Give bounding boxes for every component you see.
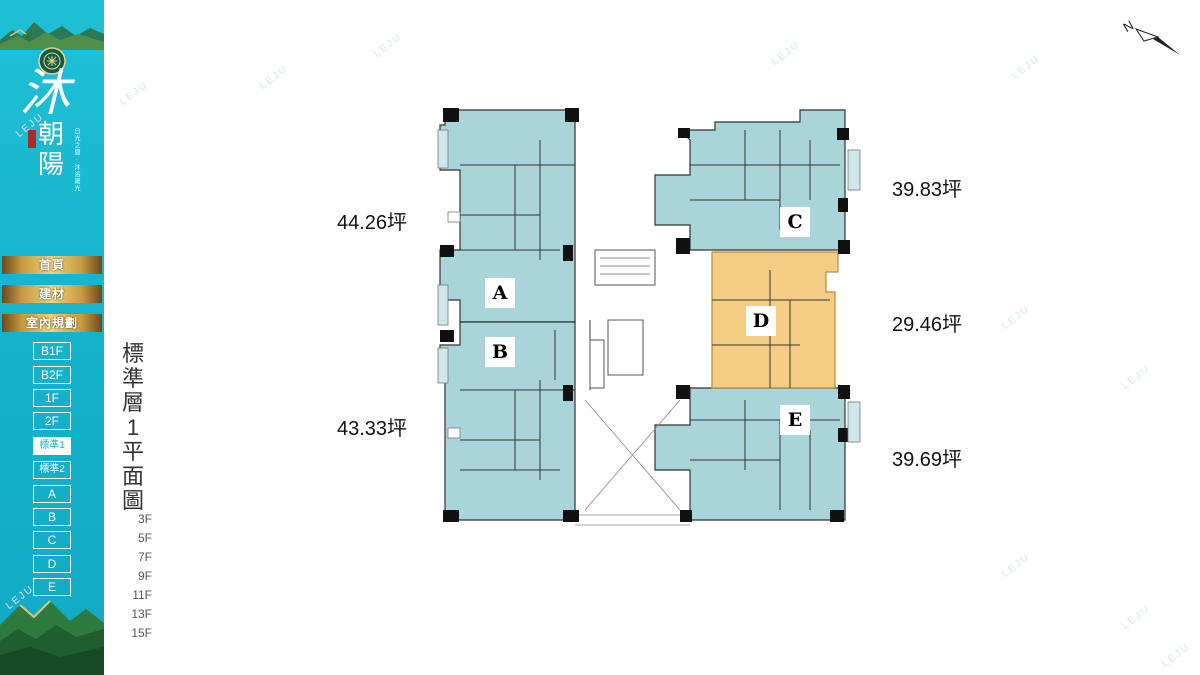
unit-e-label[interactable]: E xyxy=(780,405,810,435)
unit-c-area-size: 39.83坪 xyxy=(892,179,963,201)
central-core xyxy=(589,249,656,389)
structural-columns xyxy=(440,108,850,522)
floor-title-char: 圖 xyxy=(121,488,144,513)
brand-emblem-icon xyxy=(38,47,66,75)
nav-standard-2[interactable]: 標準2 xyxy=(33,461,71,479)
floor-title-char: 層 xyxy=(121,390,144,415)
menu-home-button[interactable]: 首頁 xyxy=(2,256,102,274)
floor-list-item: 13F xyxy=(131,607,152,621)
floor-list-item: 15F xyxy=(131,626,152,640)
logo-name: 朝陽 xyxy=(38,120,65,180)
sidebar: 沐 朝陽 日光之間 · 沐浴陽光 首頁 建材 室內規劃 B1F B2F 1F 2… xyxy=(0,0,104,675)
floor-list-item: 9F xyxy=(137,569,152,583)
floor-title-char: 標 xyxy=(121,341,144,366)
unit-b-label[interactable]: B xyxy=(485,337,515,367)
floor-title-char: 1 xyxy=(126,414,140,440)
nav-2f[interactable]: 2F xyxy=(33,412,71,430)
compass-north-label: N xyxy=(1121,17,1137,35)
menu-interior-button[interactable]: 室內規劃 xyxy=(2,314,102,332)
floor-list-item: 5F xyxy=(137,531,152,545)
nav-1f[interactable]: 1F xyxy=(33,389,71,407)
unit-e-area xyxy=(654,387,846,521)
floor-title-char: 面 xyxy=(121,463,144,489)
unit-e-area-size: 39.69坪 xyxy=(892,449,963,471)
menu-materials-button[interactable]: 建材 xyxy=(2,285,102,303)
unit-d-label[interactable]: D xyxy=(746,306,776,336)
north-compass-icon: N xyxy=(1121,17,1180,55)
unit-a-area-size: 44.26坪 xyxy=(337,212,408,234)
nav-unit-d[interactable]: D xyxy=(33,555,71,573)
mountain-bottom-illustration xyxy=(0,600,104,675)
logo-tagline: 日光之間 · 沐浴陽光 xyxy=(73,128,79,193)
unit-c-label[interactable]: C xyxy=(780,207,810,237)
logo-script: 沐 xyxy=(20,64,70,122)
mountain-top-illustration xyxy=(0,22,104,50)
logo-seal xyxy=(28,130,36,148)
nav-unit-e[interactable]: E xyxy=(33,578,71,596)
unit-d-area-size: 29.46坪 xyxy=(892,314,963,336)
floor-list-item: 7F xyxy=(137,550,152,564)
nav-unit-a[interactable]: A xyxy=(33,485,71,503)
floor-list-item: 3F xyxy=(137,512,152,526)
nav-standard-1[interactable]: 標準1 xyxy=(33,437,71,455)
unit-b-area-size: 43.33坪 xyxy=(337,418,408,440)
nav-b1f[interactable]: B1F xyxy=(33,342,71,360)
site-lines xyxy=(575,399,690,526)
floor-title-char: 平 xyxy=(121,439,144,464)
unit-a-label[interactable]: A xyxy=(485,278,515,308)
floor-list: 3F 5F 7F 9F 11F 13F 15F xyxy=(112,510,152,643)
balconies xyxy=(437,129,861,443)
floor-title: 標 準 層 1 平 面 圖 xyxy=(120,341,146,514)
nav-b2f[interactable]: B2F xyxy=(33,366,71,384)
floor-list-item: 11F xyxy=(132,588,152,602)
floor-title-char: 準 xyxy=(121,365,144,391)
nav-unit-b[interactable]: B xyxy=(33,508,71,526)
nav-unit-c[interactable]: C xyxy=(33,531,71,549)
